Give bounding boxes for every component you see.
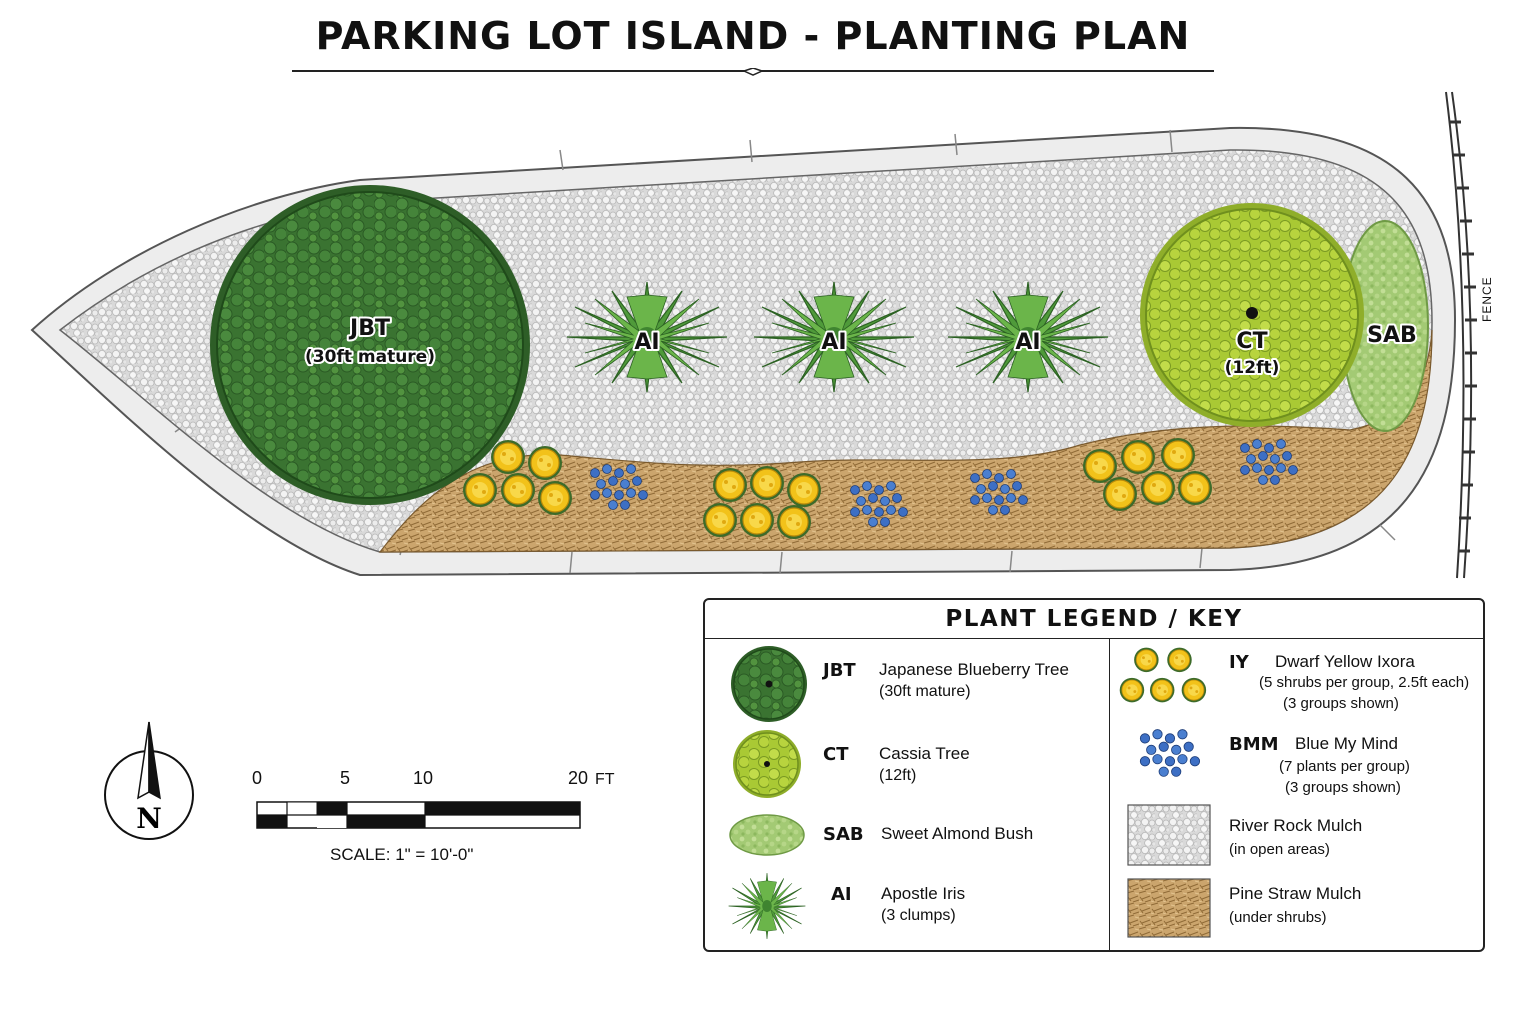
legend-note-river-rock: (in open areas) xyxy=(1229,841,1330,858)
legend-name-ai: Apostle Iris xyxy=(881,884,966,903)
legend-title: PLANT LEGEND / KEY xyxy=(945,606,1243,632)
plant-legend: PLANT LEGEND / KEY JBT Japanese Blueberr… xyxy=(703,598,1485,952)
legend-name-jbt: Japanese Blueberry Tree xyxy=(879,660,1069,679)
legend-name-ct: Cassia Tree xyxy=(879,744,970,763)
jbt-plan-label: JBT xyxy=(348,316,390,341)
scale-unit: FT xyxy=(595,771,615,788)
ct-plan-label: CT xyxy=(1236,329,1267,354)
legend-note2-bmm: (3 groups shown) xyxy=(1285,779,1401,796)
cassia-tree xyxy=(1140,203,1364,427)
legend-name-sab: Sweet Almond Bush xyxy=(881,824,1034,843)
legend-code-sab: SAB xyxy=(823,824,864,845)
fence-label: FENCE xyxy=(1480,276,1494,322)
blue-my-mind-icon xyxy=(1139,729,1201,777)
legend-code-ai: AI xyxy=(831,884,852,905)
title-divider xyxy=(292,68,1214,76)
planting-plan-drawing: JBT (30ft mature) AI AI AI SAB CT (12ft) xyxy=(30,91,1477,579)
scale-tick-5: 5 xyxy=(340,768,351,788)
legend-code-bmm: BMM xyxy=(1229,734,1279,755)
legend-name-river-rock: River Rock Mulch xyxy=(1229,816,1363,835)
pine-straw-swatch xyxy=(1127,878,1211,938)
north-label: N xyxy=(136,802,162,835)
japanese-blueberry-tree xyxy=(210,185,530,505)
legend-name-bmm: Blue My Mind xyxy=(1295,734,1398,753)
scale-tick-20: 20 xyxy=(568,768,589,788)
legend-note-iy: (5 shrubs per group, 2.5ft each) xyxy=(1259,674,1470,691)
ai-plan-label: AI xyxy=(634,330,659,355)
ct-plan-size: (12ft) xyxy=(1225,358,1280,378)
apostle-iris-icon xyxy=(728,872,806,940)
north-arrow: N xyxy=(104,721,194,840)
legend-note2-iy: (3 groups shown) xyxy=(1283,695,1399,712)
river-rock-swatch xyxy=(1127,804,1211,866)
legend-note-pine-straw: (under shrubs) xyxy=(1229,909,1327,926)
scale-tick-10: 10 xyxy=(413,768,434,788)
fence xyxy=(1445,91,1477,579)
cassia-tree-icon xyxy=(733,730,801,798)
sab-plan-label: SAB xyxy=(1367,323,1417,348)
legend-name-iy: Dwarf Yellow Ixora xyxy=(1275,652,1415,671)
legend-code-jbt: JBT xyxy=(823,660,856,681)
page-title: PARKING LOT ISLAND - PLANTING PLAN xyxy=(315,14,1191,58)
scale-text: SCALE: 1" = 10'-0" xyxy=(330,845,474,864)
legend-name-pine-straw: Pine Straw Mulch xyxy=(1229,884,1362,903)
legend-code-iy: IY xyxy=(1229,652,1249,673)
legend-note-bmm: (7 plants per group) xyxy=(1279,758,1410,775)
jbt-plan-size: (30ft mature) xyxy=(305,347,435,367)
japanese-blueberry-tree-icon xyxy=(731,646,807,722)
legend-note-jbt: (30ft mature) xyxy=(879,683,971,700)
ai-plan-label: AI xyxy=(821,330,846,355)
legend-code-ct: CT xyxy=(823,744,849,765)
legend-note-ai: (3 clumps) xyxy=(881,907,956,924)
sweet-almond-bush-icon xyxy=(729,814,805,856)
legend-note-ct: (12ft) xyxy=(879,767,917,784)
dwarf-yellow-ixora-icon xyxy=(1119,647,1207,703)
scale-bar: 0 5 10 20 FT xyxy=(250,768,630,838)
ai-plan-label: AI xyxy=(1015,330,1040,355)
scale-tick-0: 0 xyxy=(252,768,263,788)
